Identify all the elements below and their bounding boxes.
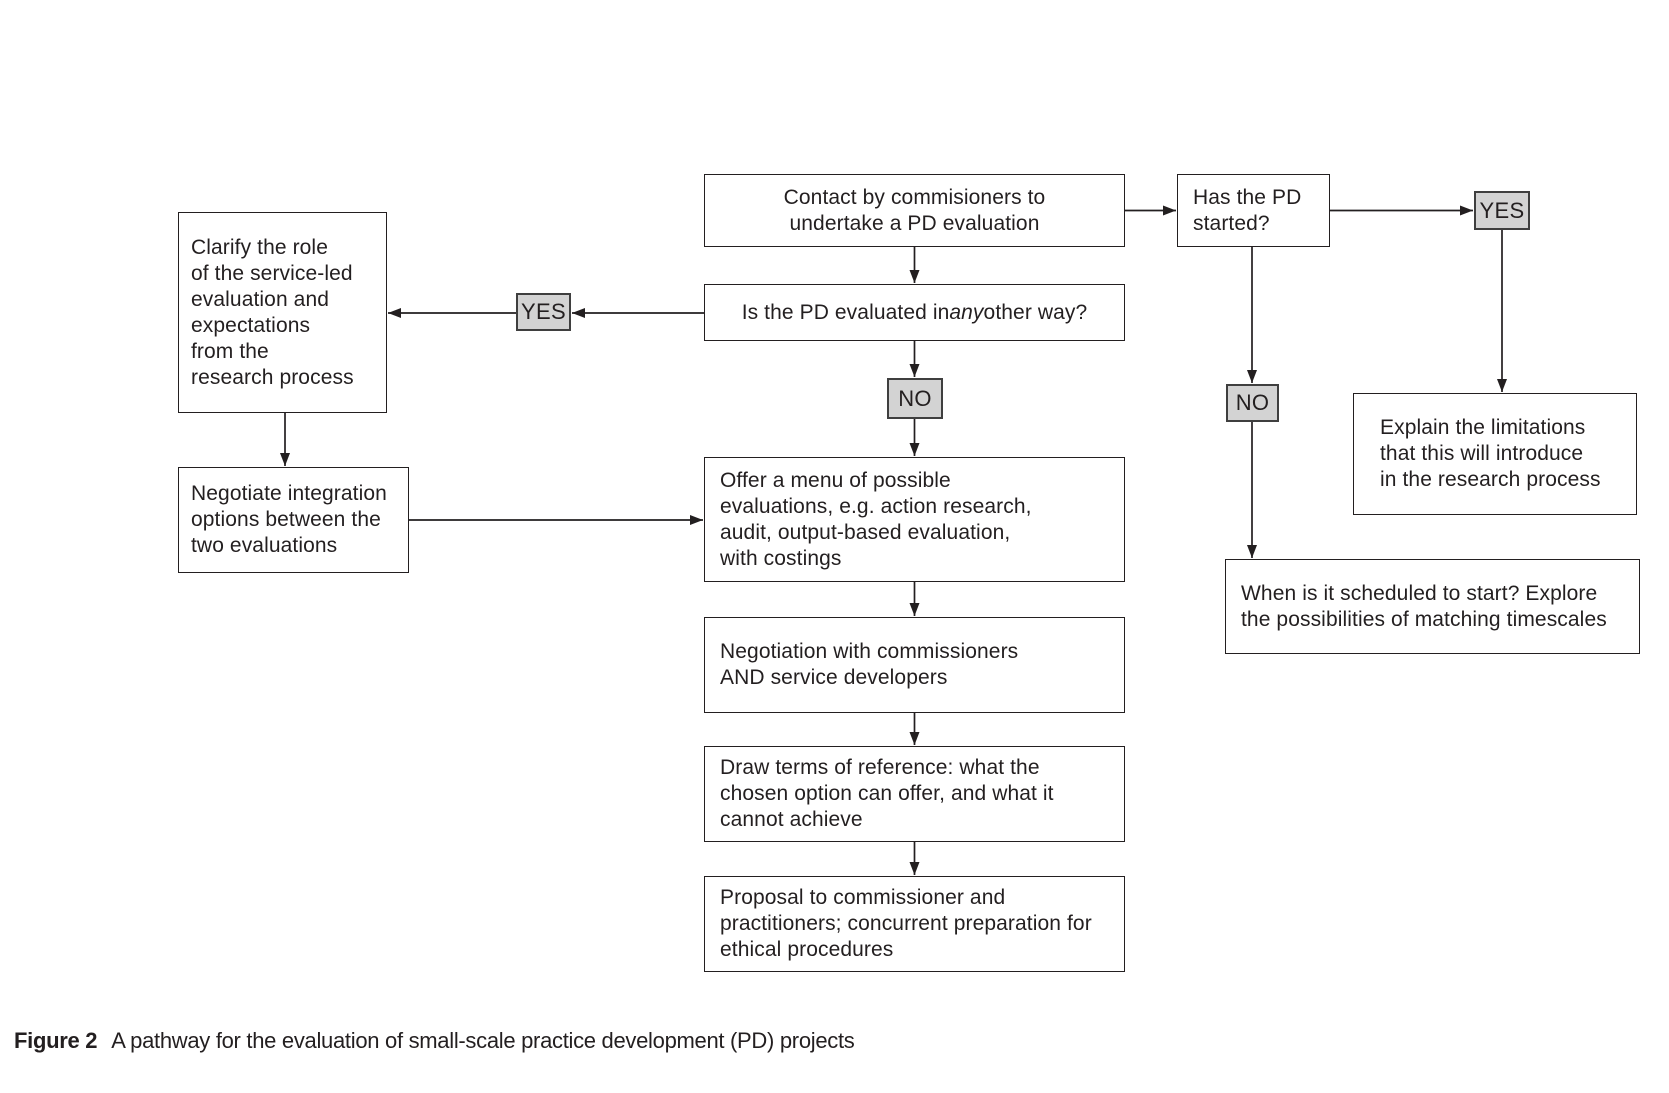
evaluated-text-prefix: Is the PD evaluated in — [741, 300, 950, 324]
node-negotiation-commissioners: Negotiation with commissioners AND servi… — [704, 617, 1125, 713]
evaluated-text-emphasis: any — [949, 300, 984, 324]
decision-label-yes-left: YES — [516, 293, 571, 331]
decision-label-no-right: NO — [1226, 384, 1279, 422]
decision-label-yes-right: YES — [1474, 191, 1530, 230]
node-evaluated-any-other-way: Is the PD evaluated in any other way? — [704, 284, 1125, 341]
evaluated-text-suffix: other way? — [983, 300, 1088, 324]
node-contact-by-commissioners: Contact by commisioners to undertake a P… — [704, 174, 1125, 247]
node-proposal: Proposal to commissioner and practitione… — [704, 876, 1125, 972]
figure-caption-text: A pathway for the evaluation of small-sc… — [111, 1028, 855, 1053]
node-has-pd-started: Has the PD started? — [1177, 174, 1330, 247]
node-clarify-role: Clarify the role of the service-led eval… — [178, 212, 387, 413]
node-when-scheduled: When is it scheduled to start? Explore t… — [1225, 559, 1640, 654]
node-offer-menu: Offer a menu of possible evaluations, e.… — [704, 457, 1125, 582]
node-explain-limitations: Explain the limitations that this will i… — [1353, 393, 1637, 515]
decision-label-no-center: NO — [887, 378, 943, 419]
node-negotiate-integration: Negotiate integration options between th… — [178, 467, 409, 573]
figure-caption: Figure 2 A pathway for the evaluation of … — [14, 1026, 855, 1056]
figure-caption-label: Figure 2 — [14, 1028, 98, 1053]
node-draw-terms: Draw terms of reference: what the chosen… — [704, 746, 1125, 842]
